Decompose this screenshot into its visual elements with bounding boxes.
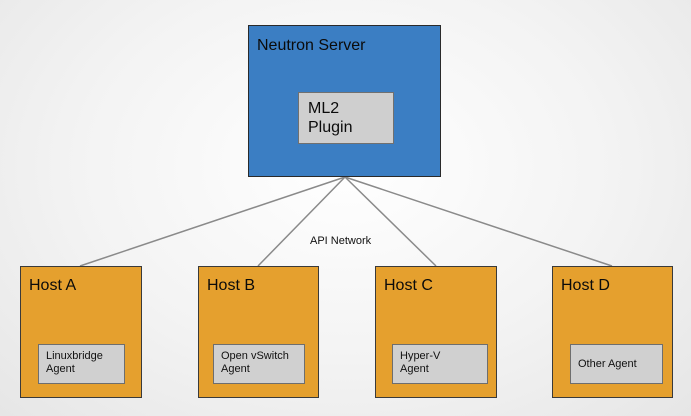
agent-b-line-2: Agent: [221, 363, 250, 375]
agent-b-line-1: Open vSwitch: [221, 350, 289, 362]
host-a-box: Host A Linuxbridge Agent: [20, 266, 142, 398]
host-c-title: Host C: [384, 277, 433, 294]
host-d-title: Host D: [561, 277, 610, 294]
plugin-line-2: Plugin: [308, 119, 353, 136]
host-b-box: Host B Open vSwitch Agent: [198, 266, 319, 398]
host-b-title: Host B: [207, 277, 256, 294]
host-c-box: Host C Hyper-V Agent: [375, 266, 497, 398]
link-host-c: [344, 176, 437, 267]
agent-a-line-2: Agent: [46, 363, 75, 375]
neutron-server-box: Neutron Server ML2 Plugin: [248, 25, 441, 177]
host-d-box: Host D Other Agent: [552, 266, 673, 398]
link-host-b: [257, 176, 346, 267]
agent-a-line-1: Linuxbridge: [46, 350, 103, 362]
host-a-title: Host A: [29, 277, 77, 294]
hyper-v-agent-box: Hyper-V Agent: [392, 344, 488, 384]
api-network-label: API Network: [310, 235, 372, 247]
agent-d-line-1: Other Agent: [578, 357, 637, 370]
other-agent-box: Other Agent: [570, 344, 663, 384]
agent-c-line-2: Agent: [400, 363, 429, 375]
link-host-d: [344, 176, 613, 267]
ml2-plugin-box: ML2 Plugin: [298, 92, 394, 144]
agent-c-line-1: Hyper-V: [400, 350, 441, 362]
linuxbridge-agent-box: Linuxbridge Agent: [38, 344, 125, 384]
server-title: Neutron Server: [257, 37, 366, 54]
plugin-line-1: ML2: [308, 100, 340, 117]
link-host-a: [79, 176, 346, 267]
open-vswitch-agent-box: Open vSwitch Agent: [213, 344, 305, 384]
